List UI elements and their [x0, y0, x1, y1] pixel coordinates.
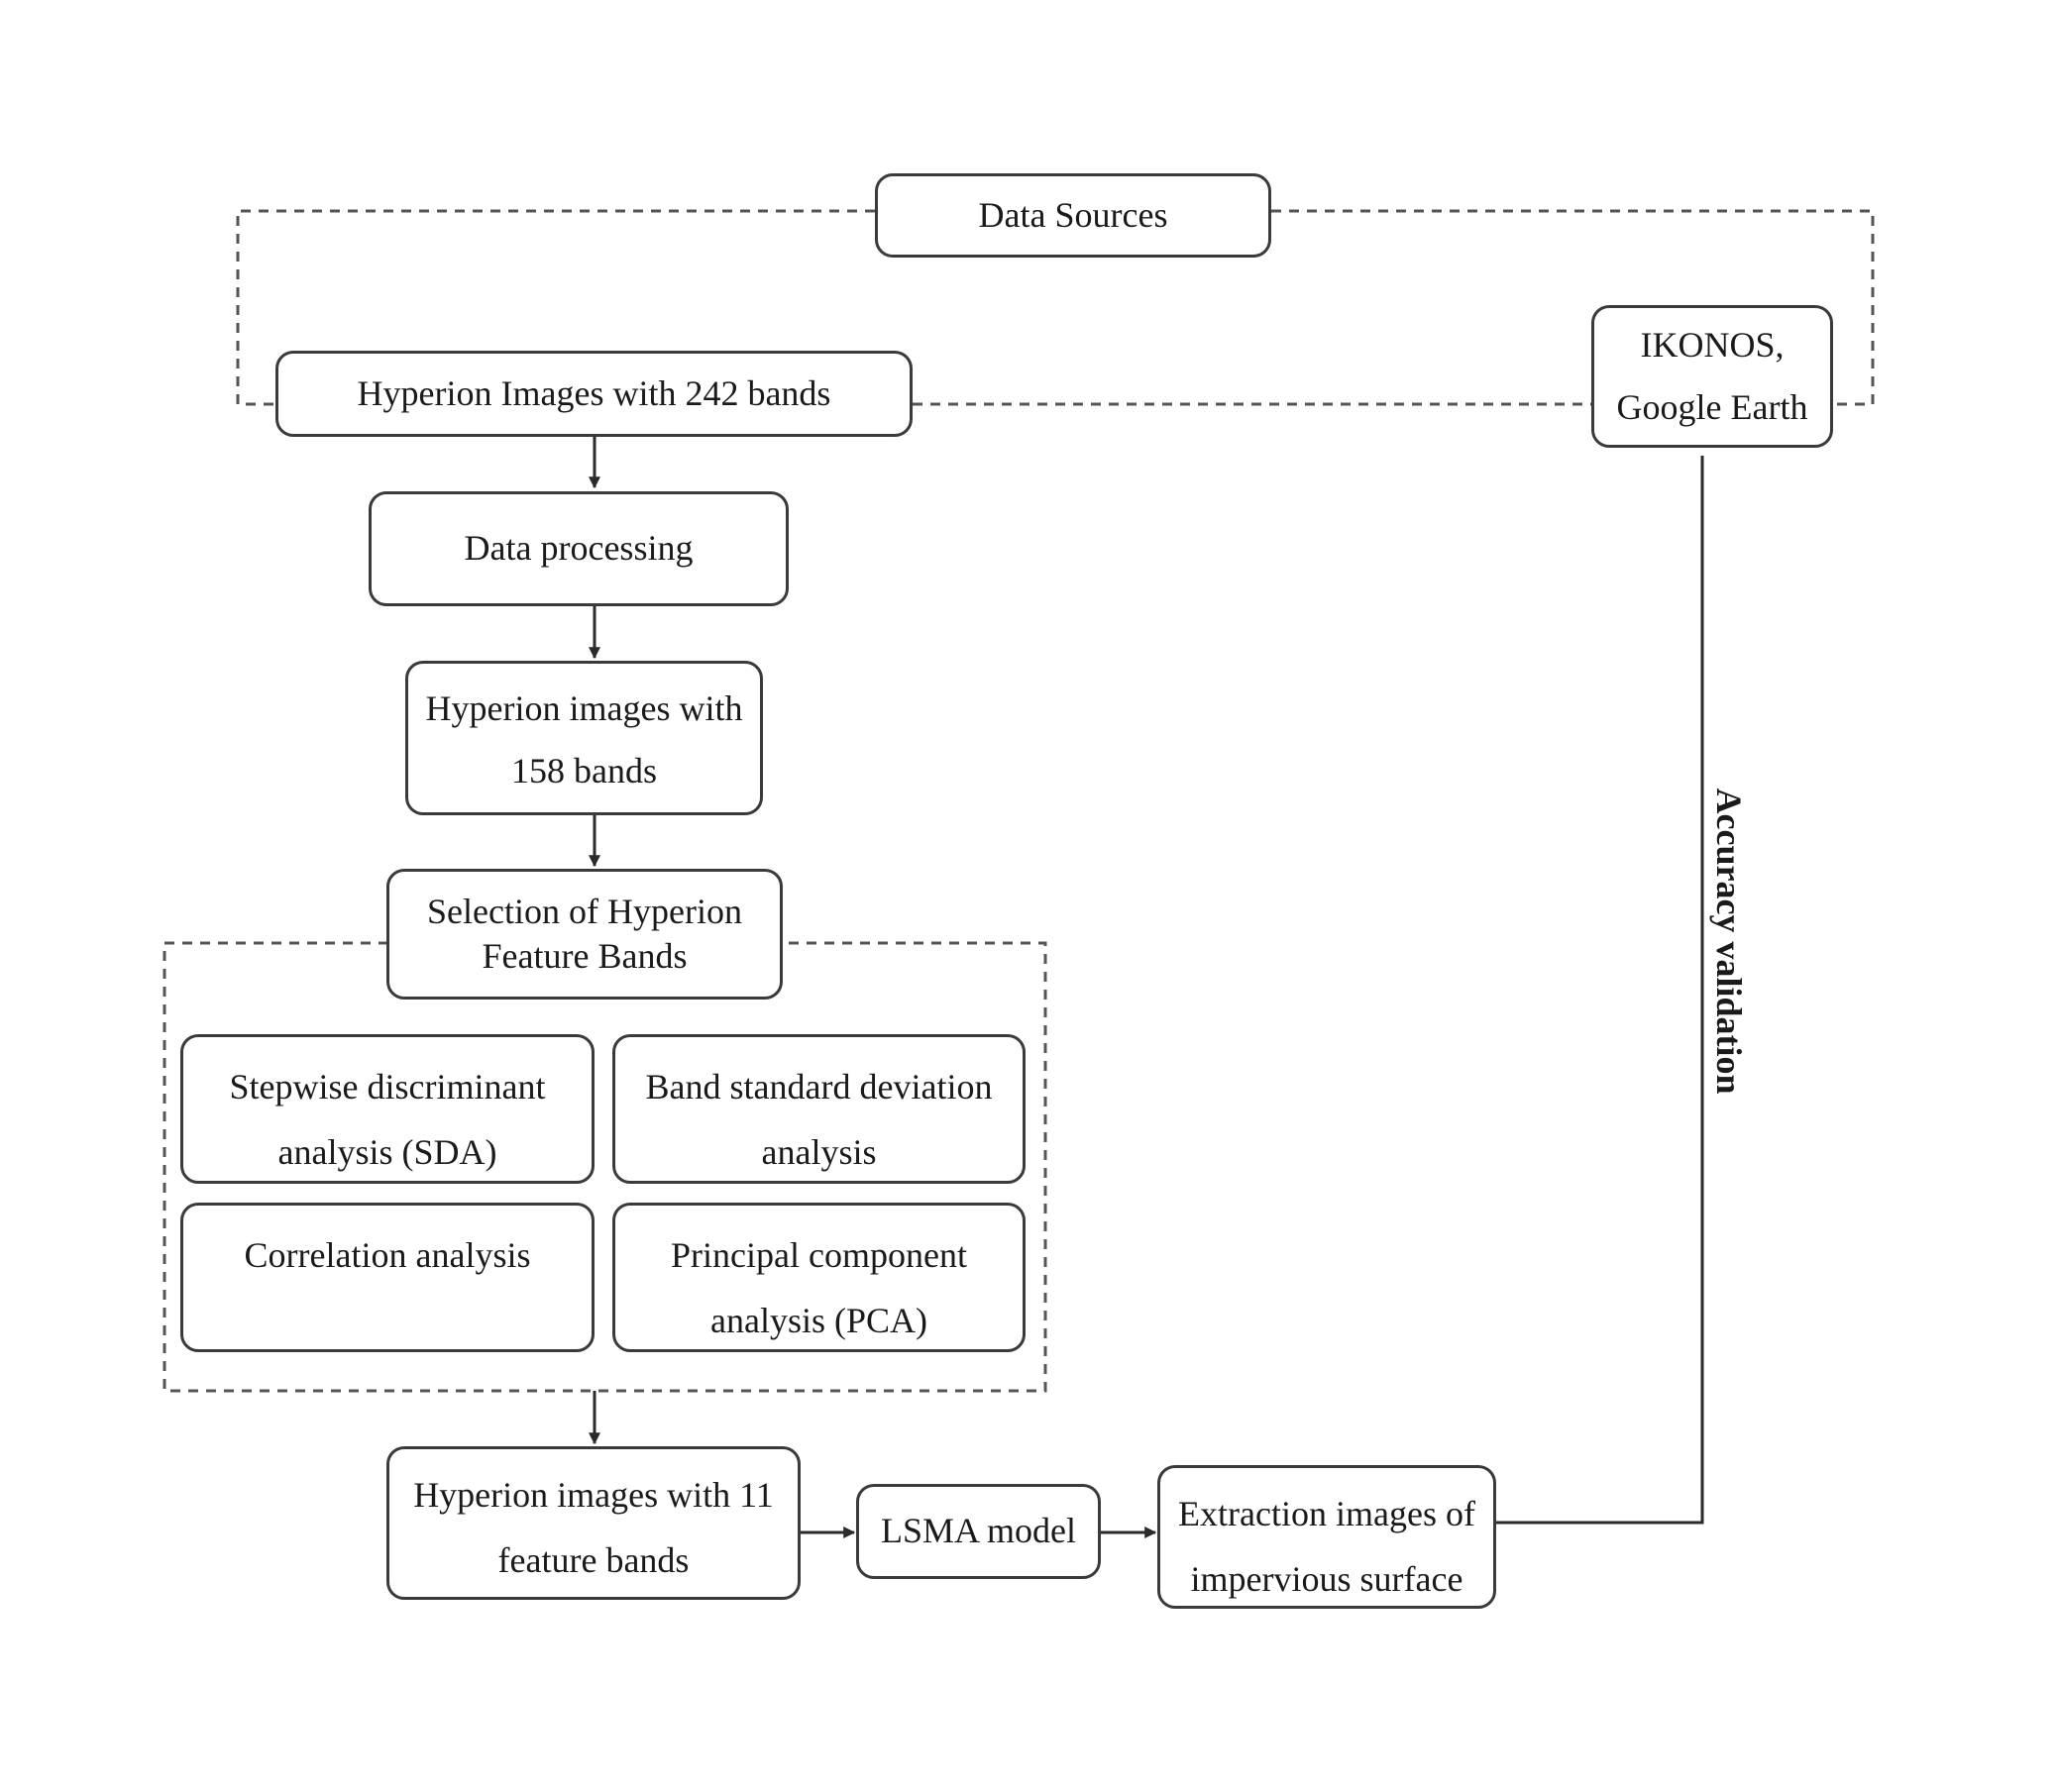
node-line: Hyperion images with 11	[413, 1475, 774, 1515]
lsma-model-box: LSMA model	[856, 1484, 1101, 1579]
node-line: impervious surface	[1190, 1558, 1463, 1599]
node-line: analysis	[761, 1131, 877, 1172]
node-line: Feature Bands	[482, 936, 688, 976]
accuracy-validation-label: Accuracy validation	[1709, 788, 1749, 1095]
node-line: Correlation analysis	[244, 1235, 531, 1275]
node-line: Data processing	[464, 528, 694, 569]
feature-selection-dashed-group	[162, 941, 1047, 1393]
correlation-analysis-box: Correlation analysis	[180, 1203, 595, 1352]
pca-box: Principal component analysis (PCA)	[612, 1203, 1026, 1352]
extraction-impervious-surface-box: Extraction images of impervious surface	[1157, 1465, 1496, 1609]
data-sources-dashed-link-ikonos	[1271, 209, 1875, 406]
data-sources-dashed-frame	[236, 209, 875, 406]
data-processing-box: Data processing	[369, 491, 789, 606]
selection-feature-bands-box: Selection of Hyperion Feature Bands	[386, 869, 783, 1000]
node-line: analysis (SDA)	[277, 1131, 497, 1172]
node-line: Band standard deviation	[645, 1067, 993, 1107]
node-line: Principal component	[671, 1235, 967, 1275]
hyperion-158-bands-box: Hyperion images with 158 bands	[405, 661, 763, 815]
hyperion-11-bands-box: Hyperion images with 11 feature bands	[386, 1446, 801, 1600]
node-line: feature bands	[497, 1539, 690, 1580]
node-line: analysis (PCA)	[710, 1300, 927, 1340]
node-line: Extraction images of	[1178, 1494, 1475, 1533]
node-line: 158 bands	[510, 751, 657, 791]
node-line: Google Earth	[1616, 387, 1808, 427]
node-line: Stepwise discriminant	[229, 1067, 546, 1107]
node-line: Selection of Hyperion	[427, 892, 742, 931]
data-sources-box: Data Sources	[875, 173, 1271, 258]
hyperion-242-bands-box: Hyperion Images with 242 bands	[275, 351, 913, 437]
node-line: LSMA model	[880, 1511, 1076, 1551]
accuracy-validation-line	[1496, 456, 1704, 1525]
band-std-deviation-box: Band standard deviation analysis	[612, 1034, 1026, 1184]
node-line: IKONOS,	[1640, 325, 1785, 365]
node-line: Hyperion images with	[425, 688, 743, 728]
sda-box: Stepwise discriminant analysis (SDA)	[180, 1034, 595, 1184]
ikonos-google-earth-box: IKONOS, Google Earth	[1591, 305, 1833, 448]
node-line: Data Sources	[978, 194, 1168, 235]
node-line: Hyperion Images with 242 bands	[357, 372, 831, 413]
